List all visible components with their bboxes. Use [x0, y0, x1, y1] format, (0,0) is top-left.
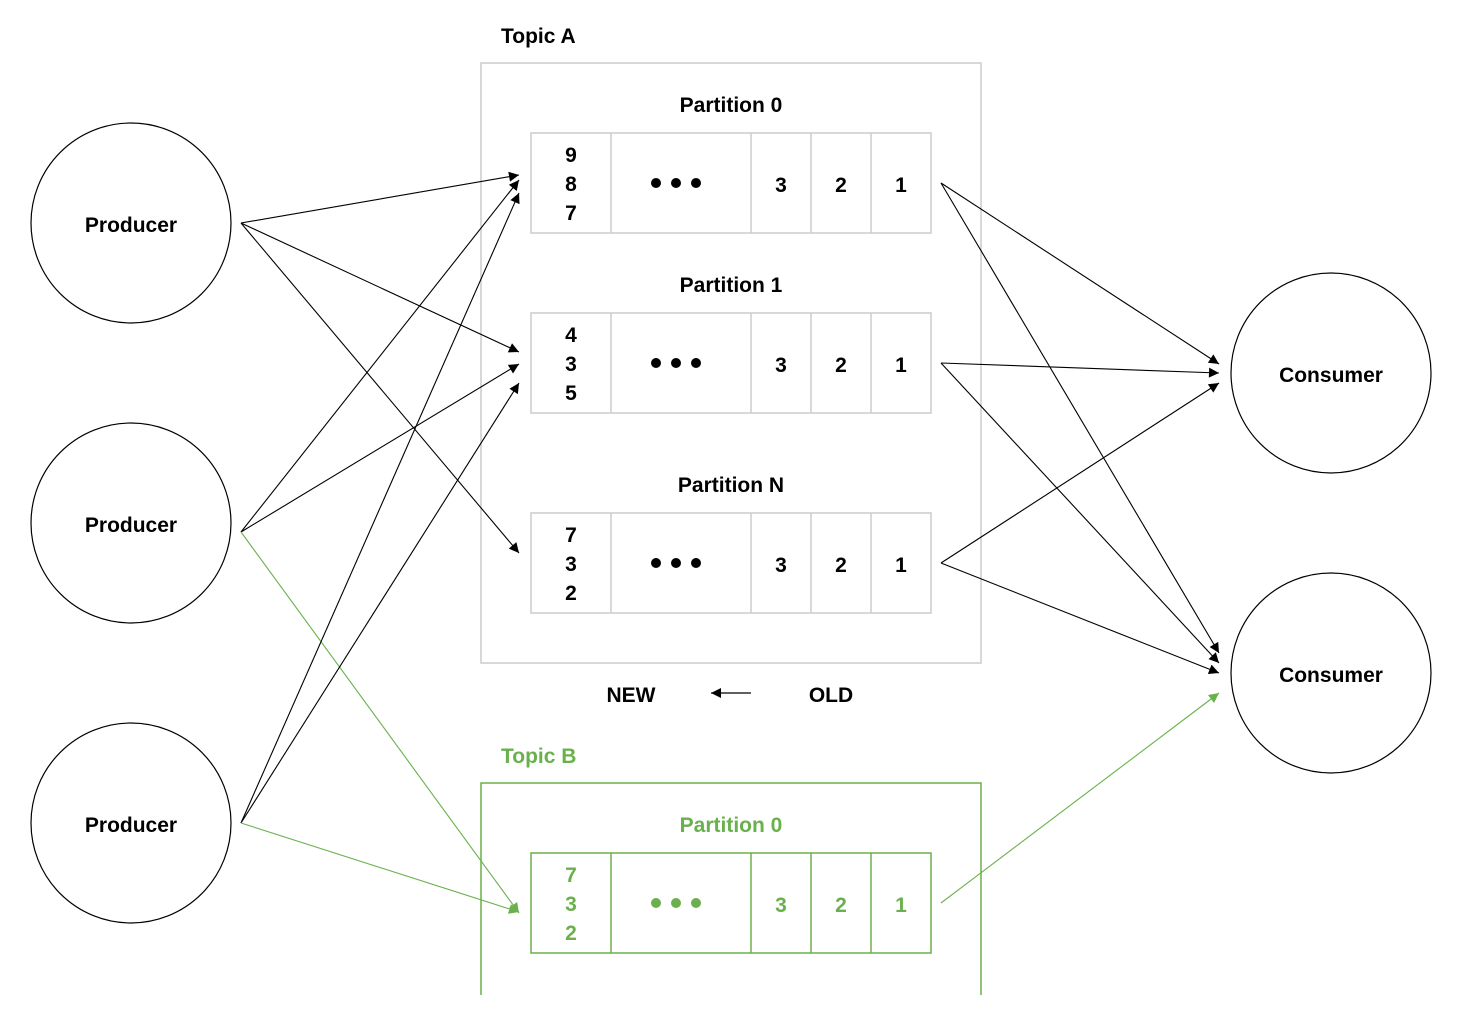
topic-a-partition-0: Partition 0 9 8 7 3 2 1	[530, 94, 932, 234]
old-offset: 2	[835, 894, 847, 917]
producer-label: Producer	[85, 814, 177, 837]
partition-log-box	[530, 852, 932, 954]
ellipsis-icon	[651, 898, 701, 908]
ellipsis-icon	[651, 358, 701, 368]
consumer-circle	[1230, 572, 1432, 774]
producer-node: Producer	[30, 422, 232, 624]
old-offset: 2	[835, 174, 847, 197]
new-offset: 3	[565, 893, 577, 916]
arrow	[240, 382, 520, 824]
arrow	[240, 822, 520, 914]
partition-log-box	[530, 312, 932, 414]
arrow	[940, 182, 1220, 365]
arrow	[940, 362, 1220, 378]
producer-node: Producer	[30, 122, 232, 324]
consumer-label: Consumer	[1279, 364, 1383, 387]
arrow	[240, 171, 520, 224]
partition-label: Partition 0	[680, 94, 783, 117]
topic-a-partition-1: Partition 1 4 3 5 3 2 1	[530, 274, 932, 414]
partition-label: Partition 1	[680, 274, 783, 297]
arrow	[240, 222, 520, 353]
new-offset: 3	[565, 353, 577, 376]
consumer-arrows	[940, 182, 1220, 904]
new-offset: 4	[565, 324, 577, 347]
producer-circle	[30, 122, 232, 324]
consumer-label: Consumer	[1279, 664, 1383, 687]
old-offset: 1	[895, 554, 907, 577]
consumer-node: Consumer	[1230, 272, 1432, 474]
new-offset: 7	[565, 524, 577, 547]
producer-arrows	[240, 171, 520, 914]
old-offset: 1	[895, 894, 907, 917]
arrow	[240, 222, 520, 554]
arrow	[240, 531, 520, 914]
new-label: NEW	[607, 684, 656, 707]
partition-log-box	[530, 132, 932, 234]
old-offset: 3	[775, 354, 787, 377]
arrow	[940, 692, 1220, 904]
old-offset: 2	[835, 554, 847, 577]
arrow	[940, 382, 1220, 564]
new-offset: 3	[565, 553, 577, 576]
arrow	[240, 363, 520, 533]
consumer-circle	[1230, 272, 1432, 474]
producer-circle	[30, 722, 232, 924]
producer-label: Producer	[85, 514, 177, 537]
new-offset: 2	[565, 582, 577, 605]
old-offset: 3	[775, 894, 787, 917]
new-offset: 2	[565, 922, 577, 945]
direction-legend: NEW OLD	[607, 684, 854, 707]
old-offset: 2	[835, 354, 847, 377]
partition-label: Partition N	[678, 474, 784, 497]
new-offset: 7	[565, 864, 577, 887]
new-offset: 5	[565, 382, 577, 405]
old-offset: 1	[895, 174, 907, 197]
ellipsis-icon	[651, 178, 701, 188]
old-offset: 3	[775, 174, 787, 197]
partition-log-box	[530, 512, 932, 614]
new-offset: 8	[565, 173, 577, 196]
old-label: OLD	[809, 684, 853, 707]
ellipsis-icon	[651, 558, 701, 568]
arrow	[940, 562, 1220, 674]
old-offset: 3	[775, 554, 787, 577]
topic-a-partition-n: Partition N 7 3 2 3 2 1	[530, 474, 932, 614]
producer-label: Producer	[85, 214, 177, 237]
producer-circle	[30, 422, 232, 624]
consumer-node: Consumer	[1230, 572, 1432, 774]
topic-b-partition-0: Partition 0 7 3 2 3 2 1	[530, 814, 932, 954]
topic-a: Topic A Partition 0 9 8 7 3 2 1 Partitio…	[480, 25, 982, 664]
topic-a-title: Topic A	[501, 25, 576, 48]
new-offset: 9	[565, 144, 577, 167]
topic-a-frame	[480, 62, 982, 664]
arrow	[240, 179, 520, 533]
topic-b: Topic B Partition 0 7 3 2 3 2 1	[480, 745, 982, 995]
arrow	[940, 362, 1220, 664]
old-offset: 1	[895, 354, 907, 377]
topic-b-title: Topic B	[501, 745, 576, 768]
producer-node: Producer	[30, 722, 232, 924]
arrow	[240, 192, 520, 824]
partition-label: Partition 0	[680, 814, 783, 837]
arrow	[940, 182, 1220, 654]
new-offset: 7	[565, 202, 577, 225]
topic-b-frame	[480, 782, 982, 995]
